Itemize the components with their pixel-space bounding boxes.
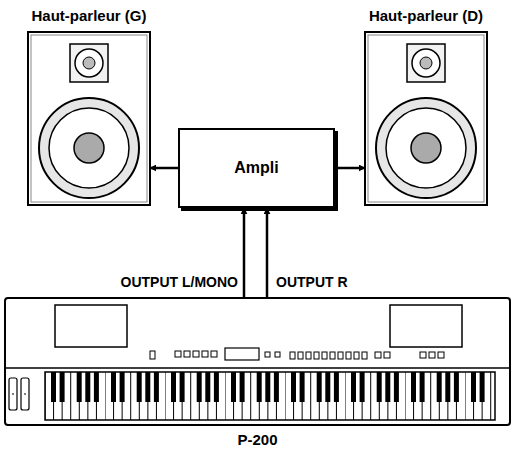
signal-arrow	[150, 167, 178, 170]
part-name: Haut-parleur (G)	[31, 7, 146, 24]
part-name: P-200	[237, 431, 277, 448]
part-name: Haut-parleur (D)	[369, 7, 483, 24]
speaker-node: Haut-parleur (G)	[28, 32, 150, 205]
signal-arrow	[266, 208, 269, 298]
signal-name: OUTPUT R	[276, 274, 348, 290]
signal-arrow	[243, 208, 246, 298]
piano-node: P-200	[5, 298, 510, 425]
speaker-node: Haut-parleur (D)	[365, 32, 487, 205]
box-label: Ampli	[234, 159, 278, 177]
signal-name: OUTPUT L/MONO	[121, 274, 238, 290]
signal-arrow	[335, 167, 365, 170]
speaker-left	[28, 32, 150, 205]
amplifier-box: Ampli	[178, 128, 335, 208]
speaker-right	[365, 32, 487, 205]
piano-drawing	[5, 298, 510, 425]
